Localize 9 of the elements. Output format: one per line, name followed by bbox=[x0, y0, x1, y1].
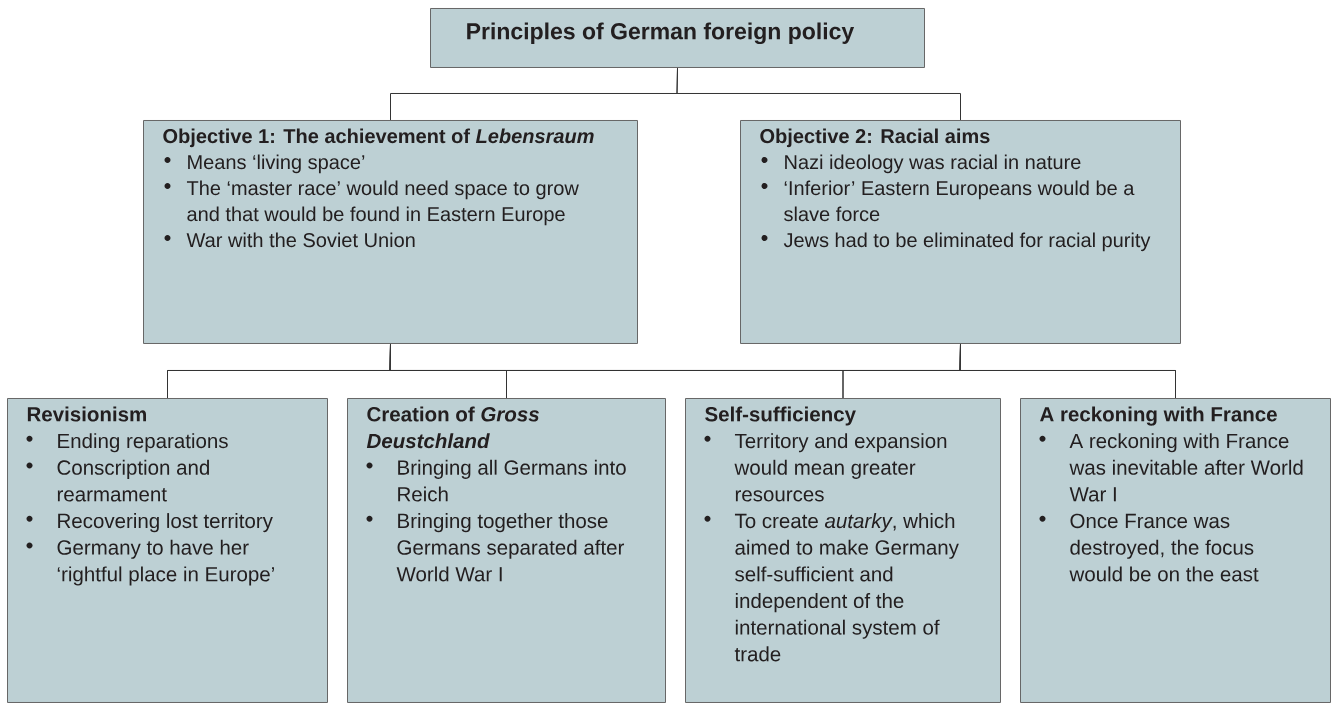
topic-box: Objective 2: Racial aims Nazi ideology was racial in nature ‘Inferior’ Eastern Europeans would be a slave force Jews had to be eliminated for racial purity bbox=[740, 120, 1181, 344]
topic-box: Revisionism Ending reparations Conscription and rearmament Recovering lost territory Germany to have her ‘rightful place in Europe’ bbox=[7, 398, 328, 703]
title-box: Principles of German foreign policy bbox=[430, 8, 925, 68]
topic-box: A reckoning with France A reckoning with France was inevitable after World War I Once France was destroyed, the focus would be on the east bbox=[1020, 398, 1331, 703]
connector-line bbox=[676, 67, 961, 121]
topic-box: Objective 1: The achievement of Lebensraum Means ‘living space’ The ‘master race’ would need space to grow and that would be found in Eastern Europe War with the Soviet Union bbox=[143, 120, 638, 344]
topic-box: Self-sufficiency Territory and expansion would mean greater resources To create autarky, which aimed to make Germany self-sufficient and independent of the international system of trade bbox=[685, 398, 1001, 703]
topic-box: Creation of Gross Deustchland Bringing all Germans into Reich Bringing together those Germans separated after World War I bbox=[347, 398, 666, 703]
connector-line bbox=[959, 343, 1176, 399]
